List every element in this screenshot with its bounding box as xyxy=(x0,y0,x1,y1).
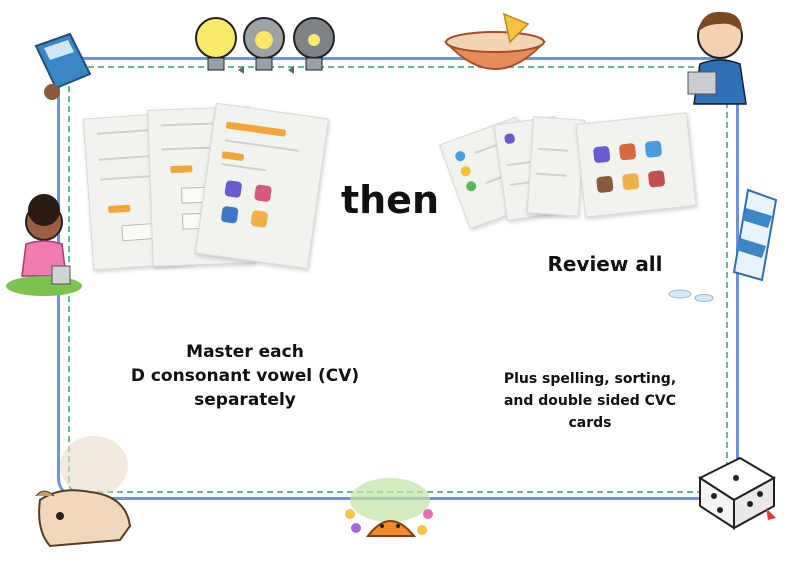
light-bulbs-icon xyxy=(195,17,335,74)
right-caption: Plus spelling, sorting, and double sided… xyxy=(490,368,690,434)
bowl-of-chips-icon xyxy=(443,12,547,70)
caption-line: D consonant vowel (CV) xyxy=(130,366,360,386)
girl-with-bucket-icon xyxy=(6,194,82,296)
dice-icon xyxy=(697,456,777,530)
caption-line: cards xyxy=(568,415,612,431)
caption-line: Master each xyxy=(186,342,304,362)
water-puddle-icon xyxy=(668,289,714,302)
caption-line: Plus spelling, sorting, xyxy=(503,371,677,387)
then-label: then xyxy=(340,178,440,222)
left-caption: Master each D consonant vowel (CV) separ… xyxy=(110,340,380,412)
sports-bottle-icon xyxy=(732,188,778,282)
caption-line: and double sided CVC xyxy=(503,393,677,409)
fox-in-flowers-icon xyxy=(345,478,433,537)
worksheet-page xyxy=(575,112,697,218)
review-all-heading: Review all xyxy=(547,252,663,276)
caption-line: separately xyxy=(194,390,296,410)
boy-with-laptop-icon xyxy=(687,11,747,105)
dog-icon xyxy=(35,436,132,548)
water-bottle-icon xyxy=(34,32,92,100)
worksheet-page xyxy=(194,102,330,270)
